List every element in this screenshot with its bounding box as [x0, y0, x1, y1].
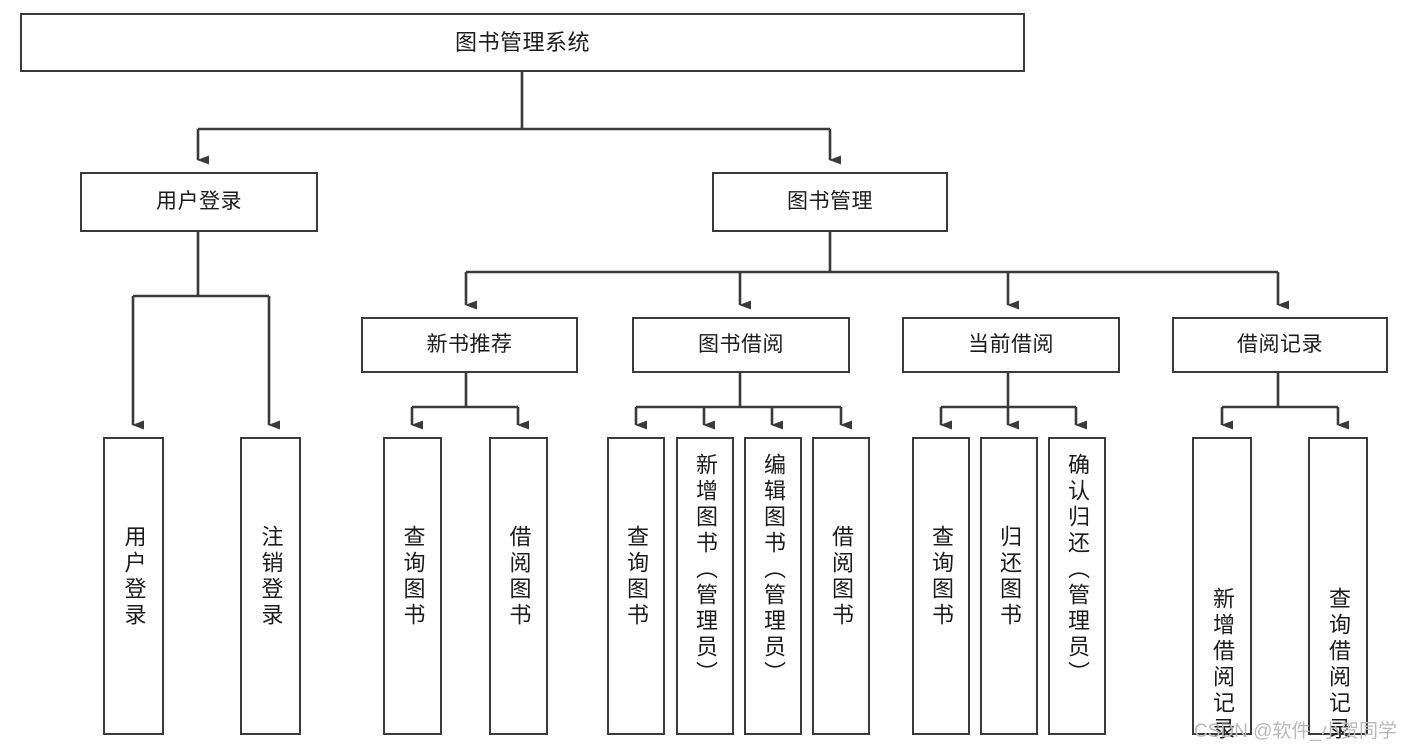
node-label: 新增图书（管理员）: [693, 453, 718, 687]
node-label: 确认归还（管理员）: [1065, 453, 1090, 687]
node-label: 查询借阅记录: [1326, 587, 1351, 743]
node-leaf-borrow-book-recommend[interactable]: 借阅图书: [489, 437, 548, 735]
node-user-login[interactable]: 用户登录: [80, 172, 318, 232]
node-label: 借阅记录: [1237, 332, 1323, 356]
node-book-management[interactable]: 图书管理: [712, 172, 948, 232]
node-leaf-query-book-current[interactable]: 查询图书: [912, 437, 970, 735]
node-label: 借阅图书: [829, 525, 854, 629]
node-label: 用户登录: [121, 525, 147, 629]
watermark: CSDN @软件_小贺同学: [1194, 721, 1397, 742]
node-leaf-confirm-return-admin[interactable]: 确认归还（管理员）: [1048, 437, 1106, 735]
node-leaf-user-login[interactable]: 用户登录: [103, 437, 164, 735]
node-label: 新增借阅记录: [1210, 587, 1235, 743]
node-current-borrow[interactable]: 当前借阅: [902, 317, 1120, 373]
node-label: 用户登录: [156, 189, 242, 213]
node-leaf-query-borrow-record[interactable]: 查询借阅记录: [1308, 437, 1368, 743]
node-label: 图书借阅: [698, 332, 784, 356]
node-label: 新书推荐: [426, 332, 513, 356]
node-leaf-query-book-recommend[interactable]: 查询图书: [383, 437, 442, 735]
node-label: 注销登录: [258, 525, 284, 629]
node-root-book-management-system[interactable]: 图书管理系统: [20, 13, 1025, 72]
node-leaf-query-book-borrow[interactable]: 查询图书: [607, 437, 665, 735]
node-label: 查询图书: [624, 525, 649, 629]
node-leaf-add-borrow-record[interactable]: 新增借阅记录: [1192, 437, 1252, 743]
node-label: 查询图书: [929, 525, 954, 629]
node-label: 借阅图书: [506, 525, 532, 629]
node-leaf-add-book-admin[interactable]: 新增图书（管理员）: [676, 437, 734, 735]
node-label: 查询图书: [400, 525, 426, 629]
node-label: 编辑图书（管理员）: [761, 453, 786, 687]
node-label: 归还图书: [997, 525, 1022, 629]
node-label: 图书管理系统: [454, 29, 590, 55]
node-label: 图书管理: [787, 189, 873, 213]
node-leaf-logout[interactable]: 注销登录: [240, 437, 301, 735]
node-label: 当前借阅: [968, 332, 1054, 356]
node-leaf-return-book[interactable]: 归还图书: [980, 437, 1038, 735]
node-new-book-recommendation[interactable]: 新书推荐: [361, 317, 578, 373]
node-leaf-borrow-book[interactable]: 借阅图书: [812, 437, 870, 735]
node-book-borrow[interactable]: 图书借阅: [632, 317, 850, 373]
node-borrow-record[interactable]: 借阅记录: [1172, 317, 1388, 373]
node-leaf-edit-book-admin[interactable]: 编辑图书（管理员）: [744, 437, 802, 735]
